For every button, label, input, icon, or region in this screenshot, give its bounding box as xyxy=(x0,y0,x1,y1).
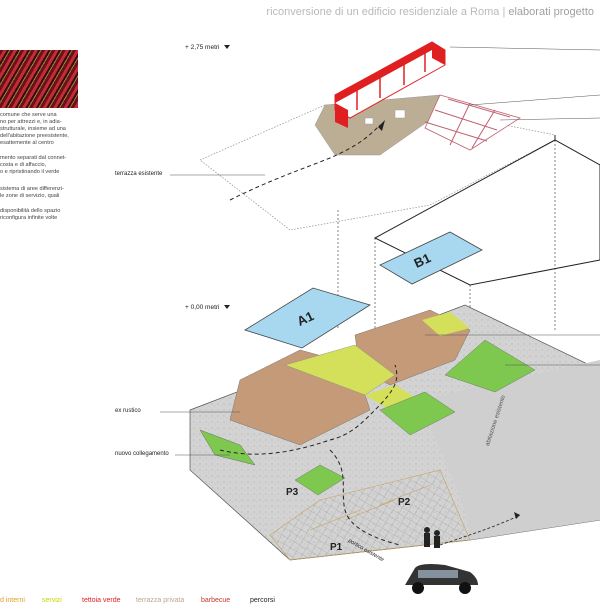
level-upper-text: + 2,75 metri xyxy=(185,44,220,51)
triangle-down-icon xyxy=(223,45,230,50)
page-title: riconversione di un edificio residenzial… xyxy=(266,6,594,18)
legend-item-interni: d interni xyxy=(0,597,25,604)
description-p3: sistema di aree differenzi- le zone di s… xyxy=(0,186,64,199)
legend-item-servizi: servizi xyxy=(42,597,62,604)
ground-level-plan xyxy=(189,304,600,561)
description-p2: mento separati dal connet- costa e di af… xyxy=(0,155,67,175)
level-upper: + 2,75 metri xyxy=(185,44,230,51)
title-sub: elaborati progetto xyxy=(508,6,594,18)
zone-b1 xyxy=(379,231,483,285)
car-icon xyxy=(405,564,478,594)
description-p1: comune che serve una no per attrezzi e, … xyxy=(0,112,69,146)
legend-item-tettoia: tettoia verde xyxy=(82,597,121,604)
level-lower-text: + 0,00 metri xyxy=(185,304,220,311)
legend-item-barbecue: barbecue xyxy=(201,597,231,604)
label-terrazza: terrazza esistente xyxy=(115,171,163,177)
zone-p1-label: P1 xyxy=(330,542,343,553)
triangle-down-icon xyxy=(223,305,230,310)
zone-p3-label: P3 xyxy=(286,487,299,498)
legend-item-terrazza: terrazza privata xyxy=(136,597,185,604)
zone-p2-label: P2 xyxy=(398,497,411,508)
level-lower: + 0,00 metri xyxy=(185,304,230,311)
zone-a1 xyxy=(244,287,371,349)
reference-thumbnail xyxy=(0,50,78,108)
label-nuovo-collegamento: nuovo collegamento xyxy=(115,451,169,457)
label-ex-rustico: ex rustico xyxy=(115,408,141,414)
description-p4: disponibilità dello spazio riconfigura i… xyxy=(0,208,61,221)
legend-item-percorsi: percorsi xyxy=(250,597,275,604)
people-icon xyxy=(424,527,440,548)
b1-block-outline xyxy=(373,135,600,286)
title-separator: | xyxy=(502,6,506,18)
upper-level-plan xyxy=(199,94,556,231)
green-roof-canopy xyxy=(334,41,446,128)
existing-house xyxy=(420,360,600,540)
title-main: riconversione di un edificio residenzial… xyxy=(266,6,500,18)
